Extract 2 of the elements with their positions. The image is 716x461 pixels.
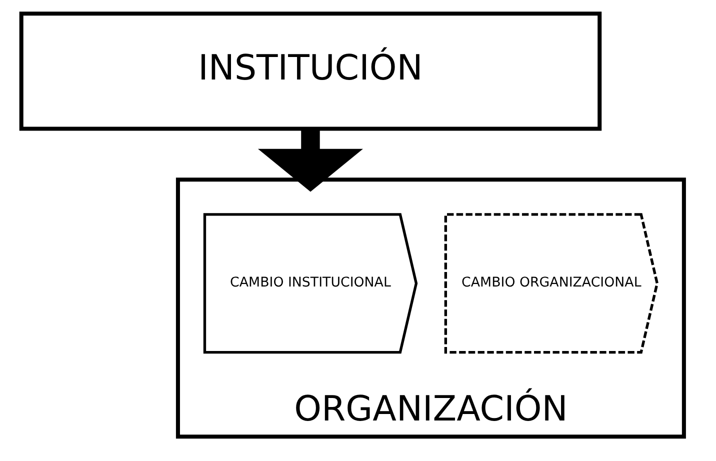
arrow: [258, 129, 364, 192]
node-box: INSTITUCIÓN: [19, 12, 602, 131]
